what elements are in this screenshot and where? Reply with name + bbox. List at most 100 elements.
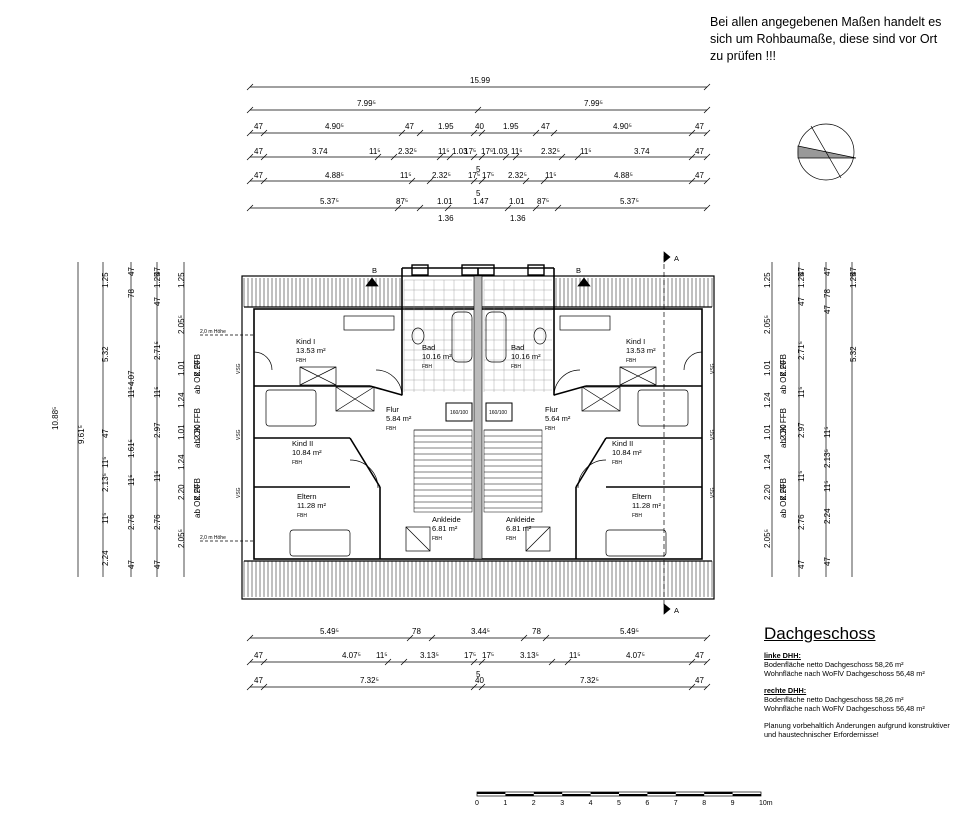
room-fbh: FBH bbox=[612, 460, 622, 466]
dim-vertical-value: 1.01 bbox=[763, 424, 772, 440]
hoehe-label-bottom: 2,0 m Höhe bbox=[200, 535, 226, 541]
room-fbh: FBH bbox=[506, 536, 516, 542]
dim-half-left: 7.99⁵ bbox=[357, 99, 376, 108]
brow3-value: 47 bbox=[695, 676, 704, 685]
row4-value: 1.03 bbox=[492, 147, 508, 156]
scale-tick-label: 6 bbox=[645, 800, 649, 807]
room-name: Kind II bbox=[292, 439, 313, 448]
room-name: Ankleide bbox=[432, 515, 461, 524]
dim-vertical-value: 2.20 bbox=[779, 424, 788, 440]
dim-vertical-value: ab OK FFB bbox=[193, 478, 202, 518]
dim-vertical-value: 47 bbox=[153, 297, 162, 306]
dim-left-total: 10.88⁵ bbox=[51, 407, 60, 430]
dim-vertical-value: 11⁵ bbox=[127, 386, 136, 398]
dim-vertical-value: 2.13⁵ bbox=[823, 449, 832, 468]
room-area: 10.84 m² bbox=[292, 448, 322, 457]
row3-value: 47 bbox=[541, 122, 550, 131]
row6-value: 1.01 bbox=[437, 197, 453, 206]
dim-vertical-value: 2.71⁵ bbox=[797, 341, 806, 360]
dim-vertical-value: 1.25 bbox=[101, 272, 110, 288]
brow1-value: 3.44⁵ bbox=[471, 627, 490, 636]
row5-value: 47 bbox=[695, 171, 704, 180]
brow2-value: 47 bbox=[695, 651, 704, 660]
row6-value: 1.47 bbox=[473, 197, 489, 206]
dim-vertical-value: 2.97 bbox=[797, 422, 806, 438]
row3-value: 47 bbox=[695, 122, 704, 131]
dim-vertical-value: 11⁵ bbox=[101, 512, 110, 524]
dim-vertical-value: 11⁵ bbox=[153, 470, 162, 482]
dim-half-right: 7.99⁵ bbox=[584, 99, 603, 108]
dim-row6-sub-left: 1.36 bbox=[438, 214, 454, 223]
dim-vertical-value: 1.24 bbox=[763, 392, 772, 408]
tub-size-left: 160/100 bbox=[450, 410, 468, 416]
row6-value: 87⁵ bbox=[537, 197, 549, 206]
legend-right-line2: Wohnfläche nach WoFlV Dachgeschoss 56,48… bbox=[764, 704, 925, 713]
hoehe-label-top: 2,0 m Höhe bbox=[200, 329, 226, 335]
room-fbh: FBH bbox=[422, 364, 432, 370]
brow2-value: 47 bbox=[254, 651, 263, 660]
row4-value: 3.74 bbox=[312, 147, 328, 156]
row4-value: 3.74 bbox=[634, 147, 650, 156]
row3-value: 40 bbox=[475, 122, 484, 131]
row4-value: 17⁵ bbox=[464, 147, 476, 156]
dim-vertical-value: 2.20 bbox=[779, 484, 788, 500]
row4-value: 11⁵ bbox=[438, 147, 450, 156]
brow3-value: 47 bbox=[254, 676, 263, 685]
legend-title: Dachgeschoss bbox=[764, 624, 876, 643]
legend-remark: Planung vorbehaltlich Änderungen aufgrun… bbox=[764, 721, 950, 739]
dim-vertical-value: 47 bbox=[153, 267, 162, 276]
dim-vertical-value: 47 bbox=[797, 560, 806, 569]
dim-vertical-value: 1.24 bbox=[177, 392, 186, 408]
room-area: 13.53 m² bbox=[296, 346, 326, 355]
dim-bottom-row2-sub: 5 bbox=[476, 670, 481, 679]
room-area: 11.28 m² bbox=[297, 501, 327, 510]
dim-vertical-value: 47 bbox=[797, 267, 806, 276]
scale-tick-label: 9 bbox=[731, 800, 735, 807]
dim-vertical-value: 47 bbox=[823, 267, 832, 276]
scale-bar-segment bbox=[562, 794, 591, 796]
scale-tick-label: 2 bbox=[532, 800, 536, 807]
room-area: 11.28 m² bbox=[632, 501, 662, 510]
top-dimension-chain bbox=[250, 86, 707, 209]
brow2-value: 4.07⁵ bbox=[626, 651, 645, 660]
scale-bar-segment bbox=[619, 794, 648, 796]
row3-value: 4.90⁵ bbox=[325, 122, 344, 131]
dim-vertical-value: 2.76 bbox=[127, 514, 136, 530]
dim-vertical-value: 2.76 bbox=[153, 514, 162, 530]
dim-vertical-value: 2.20 bbox=[193, 484, 202, 500]
left-dimension-chain bbox=[77, 262, 185, 577]
row4-value: 47 bbox=[695, 147, 704, 156]
room-name: Ankleide bbox=[506, 515, 535, 524]
room-fbh: FBH bbox=[626, 358, 636, 364]
dim-vertical-value: 47 bbox=[823, 305, 832, 314]
dim-vertical-value: 1.25 bbox=[763, 272, 772, 288]
dim-vertical-value: 4.07 bbox=[127, 370, 136, 386]
row4-value: 2.32⁵ bbox=[398, 147, 417, 156]
scale-bar-segment bbox=[477, 792, 506, 794]
room-fbh: FBH bbox=[297, 513, 307, 519]
legend-left-title: linke DHH: bbox=[764, 651, 801, 660]
row5-value: 4.88⁵ bbox=[614, 171, 633, 180]
dim-vertical-value: 1.25 bbox=[153, 272, 162, 288]
row5-value: 2.32⁵ bbox=[432, 171, 451, 180]
brow2-value: 11⁵ bbox=[376, 651, 388, 660]
dim-vertical-value: 1.24 bbox=[177, 454, 186, 470]
scale-bar-segment bbox=[732, 794, 761, 796]
dim-row4-sub: 5 bbox=[476, 165, 481, 174]
scale-tick-label: 4 bbox=[589, 800, 593, 807]
dim-vertical-value: 11⁵ bbox=[127, 474, 136, 486]
row4-value: 11⁵ bbox=[580, 147, 592, 156]
dim-vertical-value: 2.20 bbox=[177, 484, 186, 500]
scale-tick-label: 0 bbox=[475, 800, 479, 807]
dim-vertical-value: 2.13⁵ bbox=[101, 473, 110, 492]
room-area: 10.84 m² bbox=[612, 448, 642, 457]
room-area: 5.64 m² bbox=[545, 414, 571, 423]
row5-value: 2.32⁵ bbox=[508, 171, 527, 180]
dim-vertical-value: 2.20 bbox=[193, 360, 202, 376]
scale-bar bbox=[476, 791, 762, 797]
scale-tick-label: 8 bbox=[702, 800, 706, 807]
row5-value: 47 bbox=[254, 171, 263, 180]
dim-vertical-value: 2.24 bbox=[823, 508, 832, 524]
dim-vertical-value: 11⁵ bbox=[823, 426, 832, 438]
